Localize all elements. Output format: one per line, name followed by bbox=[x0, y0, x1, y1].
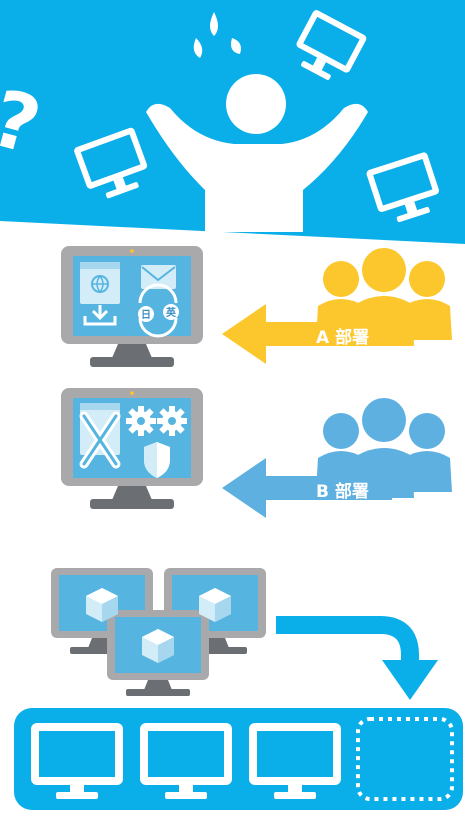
empty-host-slot bbox=[356, 717, 454, 801]
department-a-label: A 部署 bbox=[316, 327, 369, 348]
department-b-label: B 部署 bbox=[316, 481, 369, 502]
department-a-arrow bbox=[222, 304, 392, 364]
browser-download-icon bbox=[80, 262, 120, 326]
lang-badge-ja: 日 bbox=[141, 309, 151, 321]
host-server-bar bbox=[14, 708, 463, 810]
virtual-machines-group bbox=[51, 568, 266, 696]
gear-icon bbox=[157, 406, 187, 436]
sync-icon: 日 英 bbox=[138, 283, 179, 338]
mail-icon bbox=[141, 265, 176, 289]
department-a-row: 日 英 A 部署 bbox=[61, 246, 452, 367]
department-b-row: B 部署 bbox=[61, 388, 452, 518]
cube-icon bbox=[86, 588, 118, 622]
shield-icon bbox=[144, 442, 170, 478]
host-slot-monitor bbox=[249, 723, 341, 799]
cube-icon bbox=[142, 629, 174, 663]
panicking-person-icon bbox=[146, 74, 368, 232]
blocked-browser-icon bbox=[79, 403, 121, 469]
consolidation-arrow bbox=[276, 616, 438, 700]
host-slot-monitor bbox=[140, 723, 232, 799]
department-b-people-icon bbox=[316, 398, 452, 498]
gear-icon bbox=[126, 406, 156, 436]
flying-monitor-icon bbox=[296, 10, 367, 80]
host-slot-monitor bbox=[31, 723, 123, 799]
flying-monitor-icon bbox=[366, 152, 439, 223]
sweat-drops-icon bbox=[193, 12, 241, 58]
lang-badge-en: 英 bbox=[165, 306, 177, 319]
department-b-arrow bbox=[222, 458, 392, 518]
cube-icon bbox=[199, 588, 231, 622]
header-banner: ? bbox=[0, 0, 465, 244]
flying-monitor-icon bbox=[74, 127, 148, 199]
